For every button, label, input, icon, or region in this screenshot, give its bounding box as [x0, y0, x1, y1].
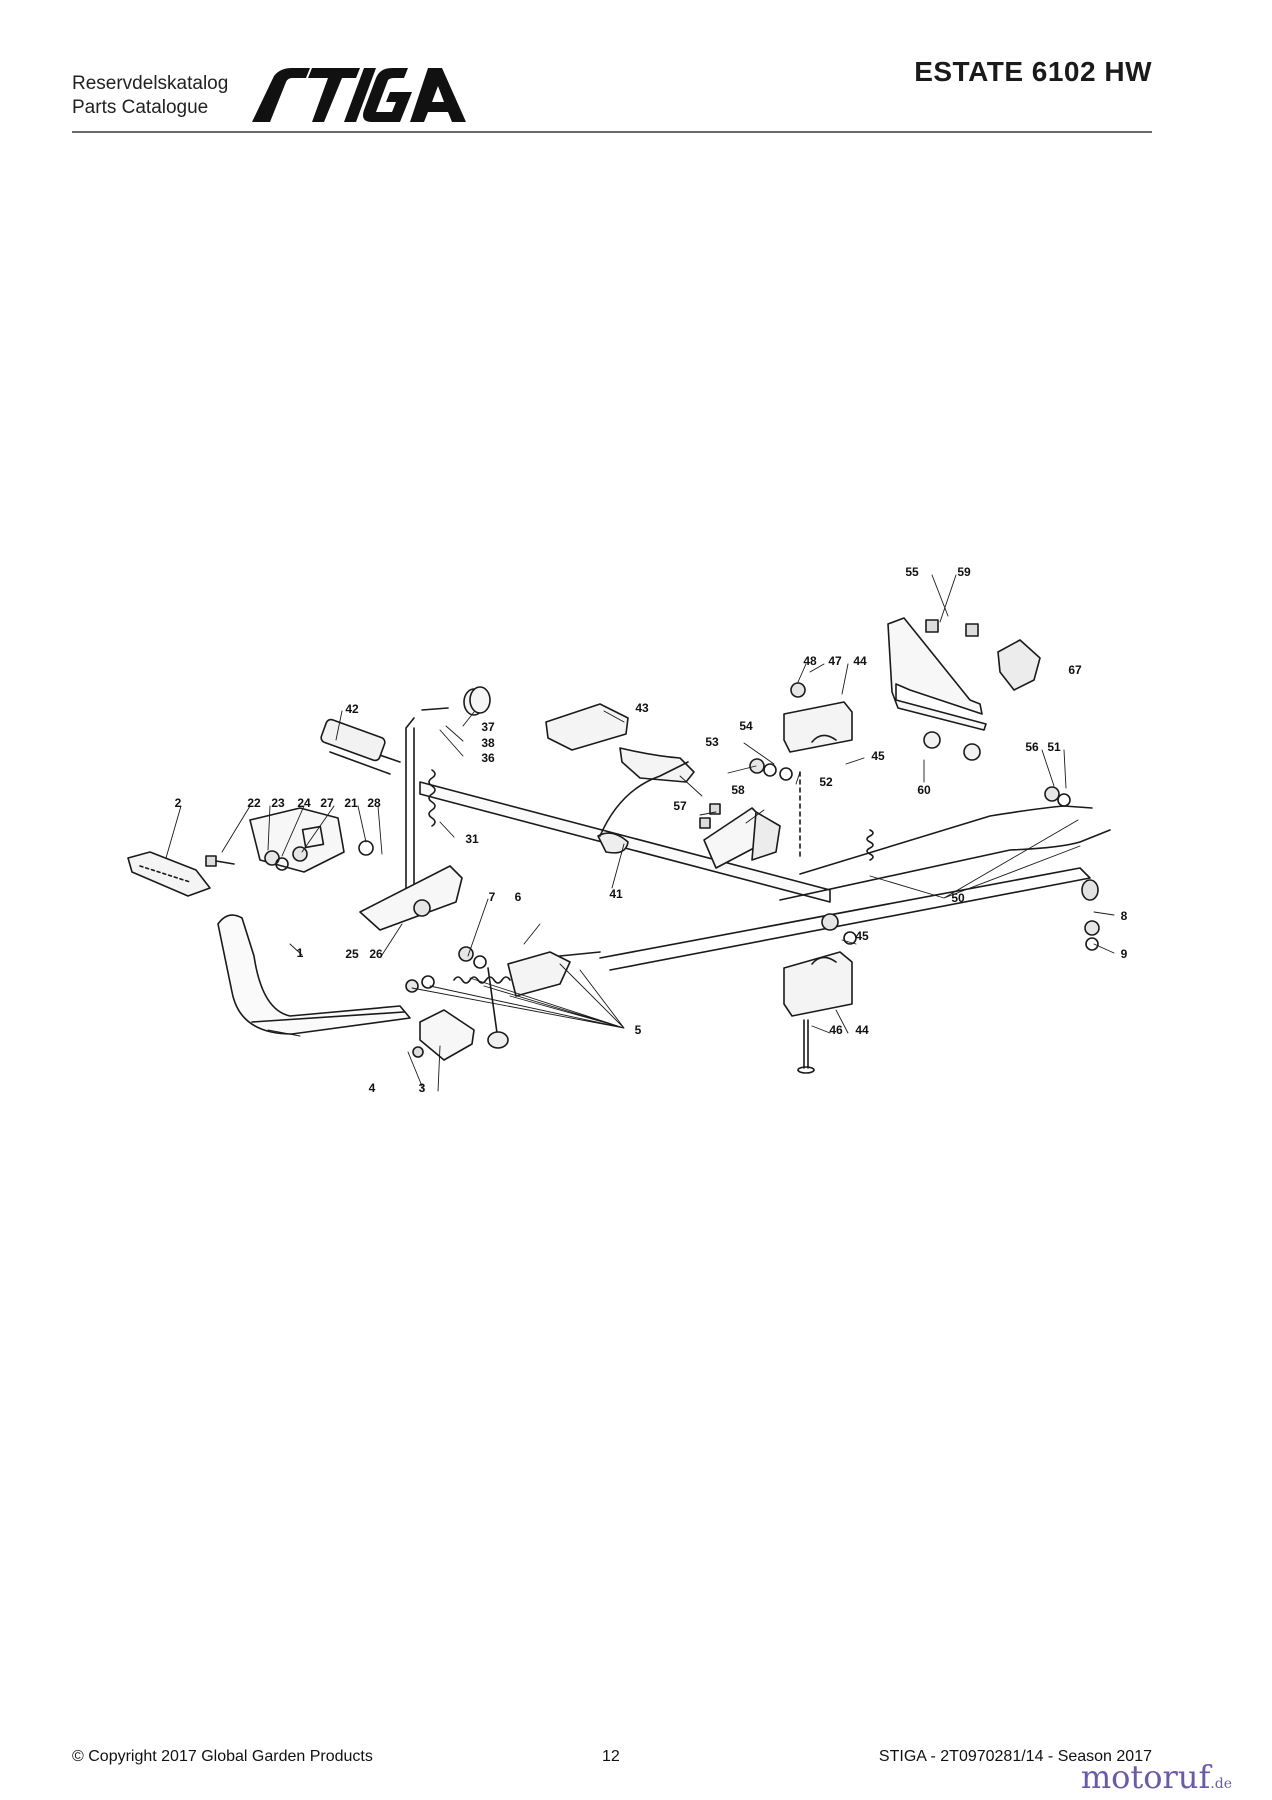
pedal-arm-shape [217, 914, 411, 1035]
watermark-name: motoruf [1080, 1758, 1211, 1796]
model-name: ESTATE 6102 HW [914, 56, 1152, 87]
bracket-44-bottom-shape [783, 951, 853, 1017]
callout-label: 22 [247, 796, 261, 810]
part-43-shape [545, 703, 629, 751]
callout-label: 46 [829, 1023, 843, 1037]
callout-label: 1 [297, 946, 304, 960]
catalog-title-sv: Reservdelskatalog [72, 73, 229, 94]
callout-label: 41 [609, 887, 623, 901]
callout-label: 60 [917, 783, 931, 797]
callout-label: 37 [481, 720, 495, 734]
callout-label: 43 [635, 701, 649, 715]
callout-label: 31 [465, 832, 479, 846]
callout-label: 48 [803, 654, 817, 668]
callout-label: 36 [481, 751, 495, 765]
callout-label: 55 [905, 565, 919, 579]
callout-label: 54 [739, 719, 753, 733]
pedal-shape [127, 851, 211, 897]
bracket-44-top-shape [783, 701, 853, 753]
stiga-logo [252, 68, 466, 122]
callout-label: 7 [489, 890, 496, 904]
watermark: motoruf.de [1081, 1758, 1232, 1796]
callout-label: 8 [1121, 909, 1128, 923]
callout-label: 23 [271, 796, 285, 810]
callout-label: 5 [635, 1023, 642, 1037]
callout-label: 44 [853, 654, 867, 668]
header-divider [72, 131, 1152, 133]
callout-label: 28 [367, 796, 381, 810]
callout-label: 42 [345, 702, 359, 716]
callout-label: 47 [828, 654, 842, 668]
callout-label: 58 [731, 783, 745, 797]
callout-label: 50 [951, 891, 965, 905]
catalog-title-en: Parts Catalogue [72, 97, 209, 118]
callout-label: 45 [855, 929, 869, 943]
copyright: © Copyright 2017 Global Garden Products [72, 1748, 373, 1765]
callout-label: 45 [871, 749, 885, 763]
catalog-title: Reservdelskatalog Parts Catalogue [72, 72, 228, 120]
callout-label: 21 [344, 796, 358, 810]
callout-label: 51 [1047, 740, 1061, 754]
watermark-tld: .de [1210, 1776, 1232, 1792]
callout-label: 57 [673, 799, 687, 813]
callout-label: 3 [419, 1081, 426, 1095]
callout-label: 67 [1068, 663, 1082, 677]
callout-label: 44 [855, 1023, 869, 1037]
plate-shape [359, 865, 463, 931]
callout-label: 2 [175, 796, 182, 810]
callout-label: 56 [1025, 740, 1039, 754]
bracket-3-shape [419, 1009, 475, 1061]
callout-label: 59 [957, 565, 971, 579]
callout-label: 52 [819, 775, 833, 789]
part-5-block-shape [507, 951, 571, 997]
document-reference: STIGA - 2T0970281/14 - Season 2017 [878, 1748, 1152, 1765]
callout-label: 38 [481, 736, 495, 750]
callout-label: 26 [369, 947, 383, 961]
callout-label: 6 [515, 890, 522, 904]
callout-label: 53 [705, 735, 719, 749]
part-67-shape [997, 639, 1041, 691]
callout-label: 24 [297, 796, 311, 810]
bracket-21-shape [249, 807, 345, 873]
callout-label: 9 [1121, 947, 1128, 961]
callout-label: 25 [345, 947, 359, 961]
plate-56-shape [887, 617, 987, 731]
right-rod-shape [779, 829, 1111, 901]
callout-label: 4 [369, 1081, 376, 1095]
page-number: 12 [602, 1748, 620, 1765]
callout-label: 27 [320, 796, 334, 810]
